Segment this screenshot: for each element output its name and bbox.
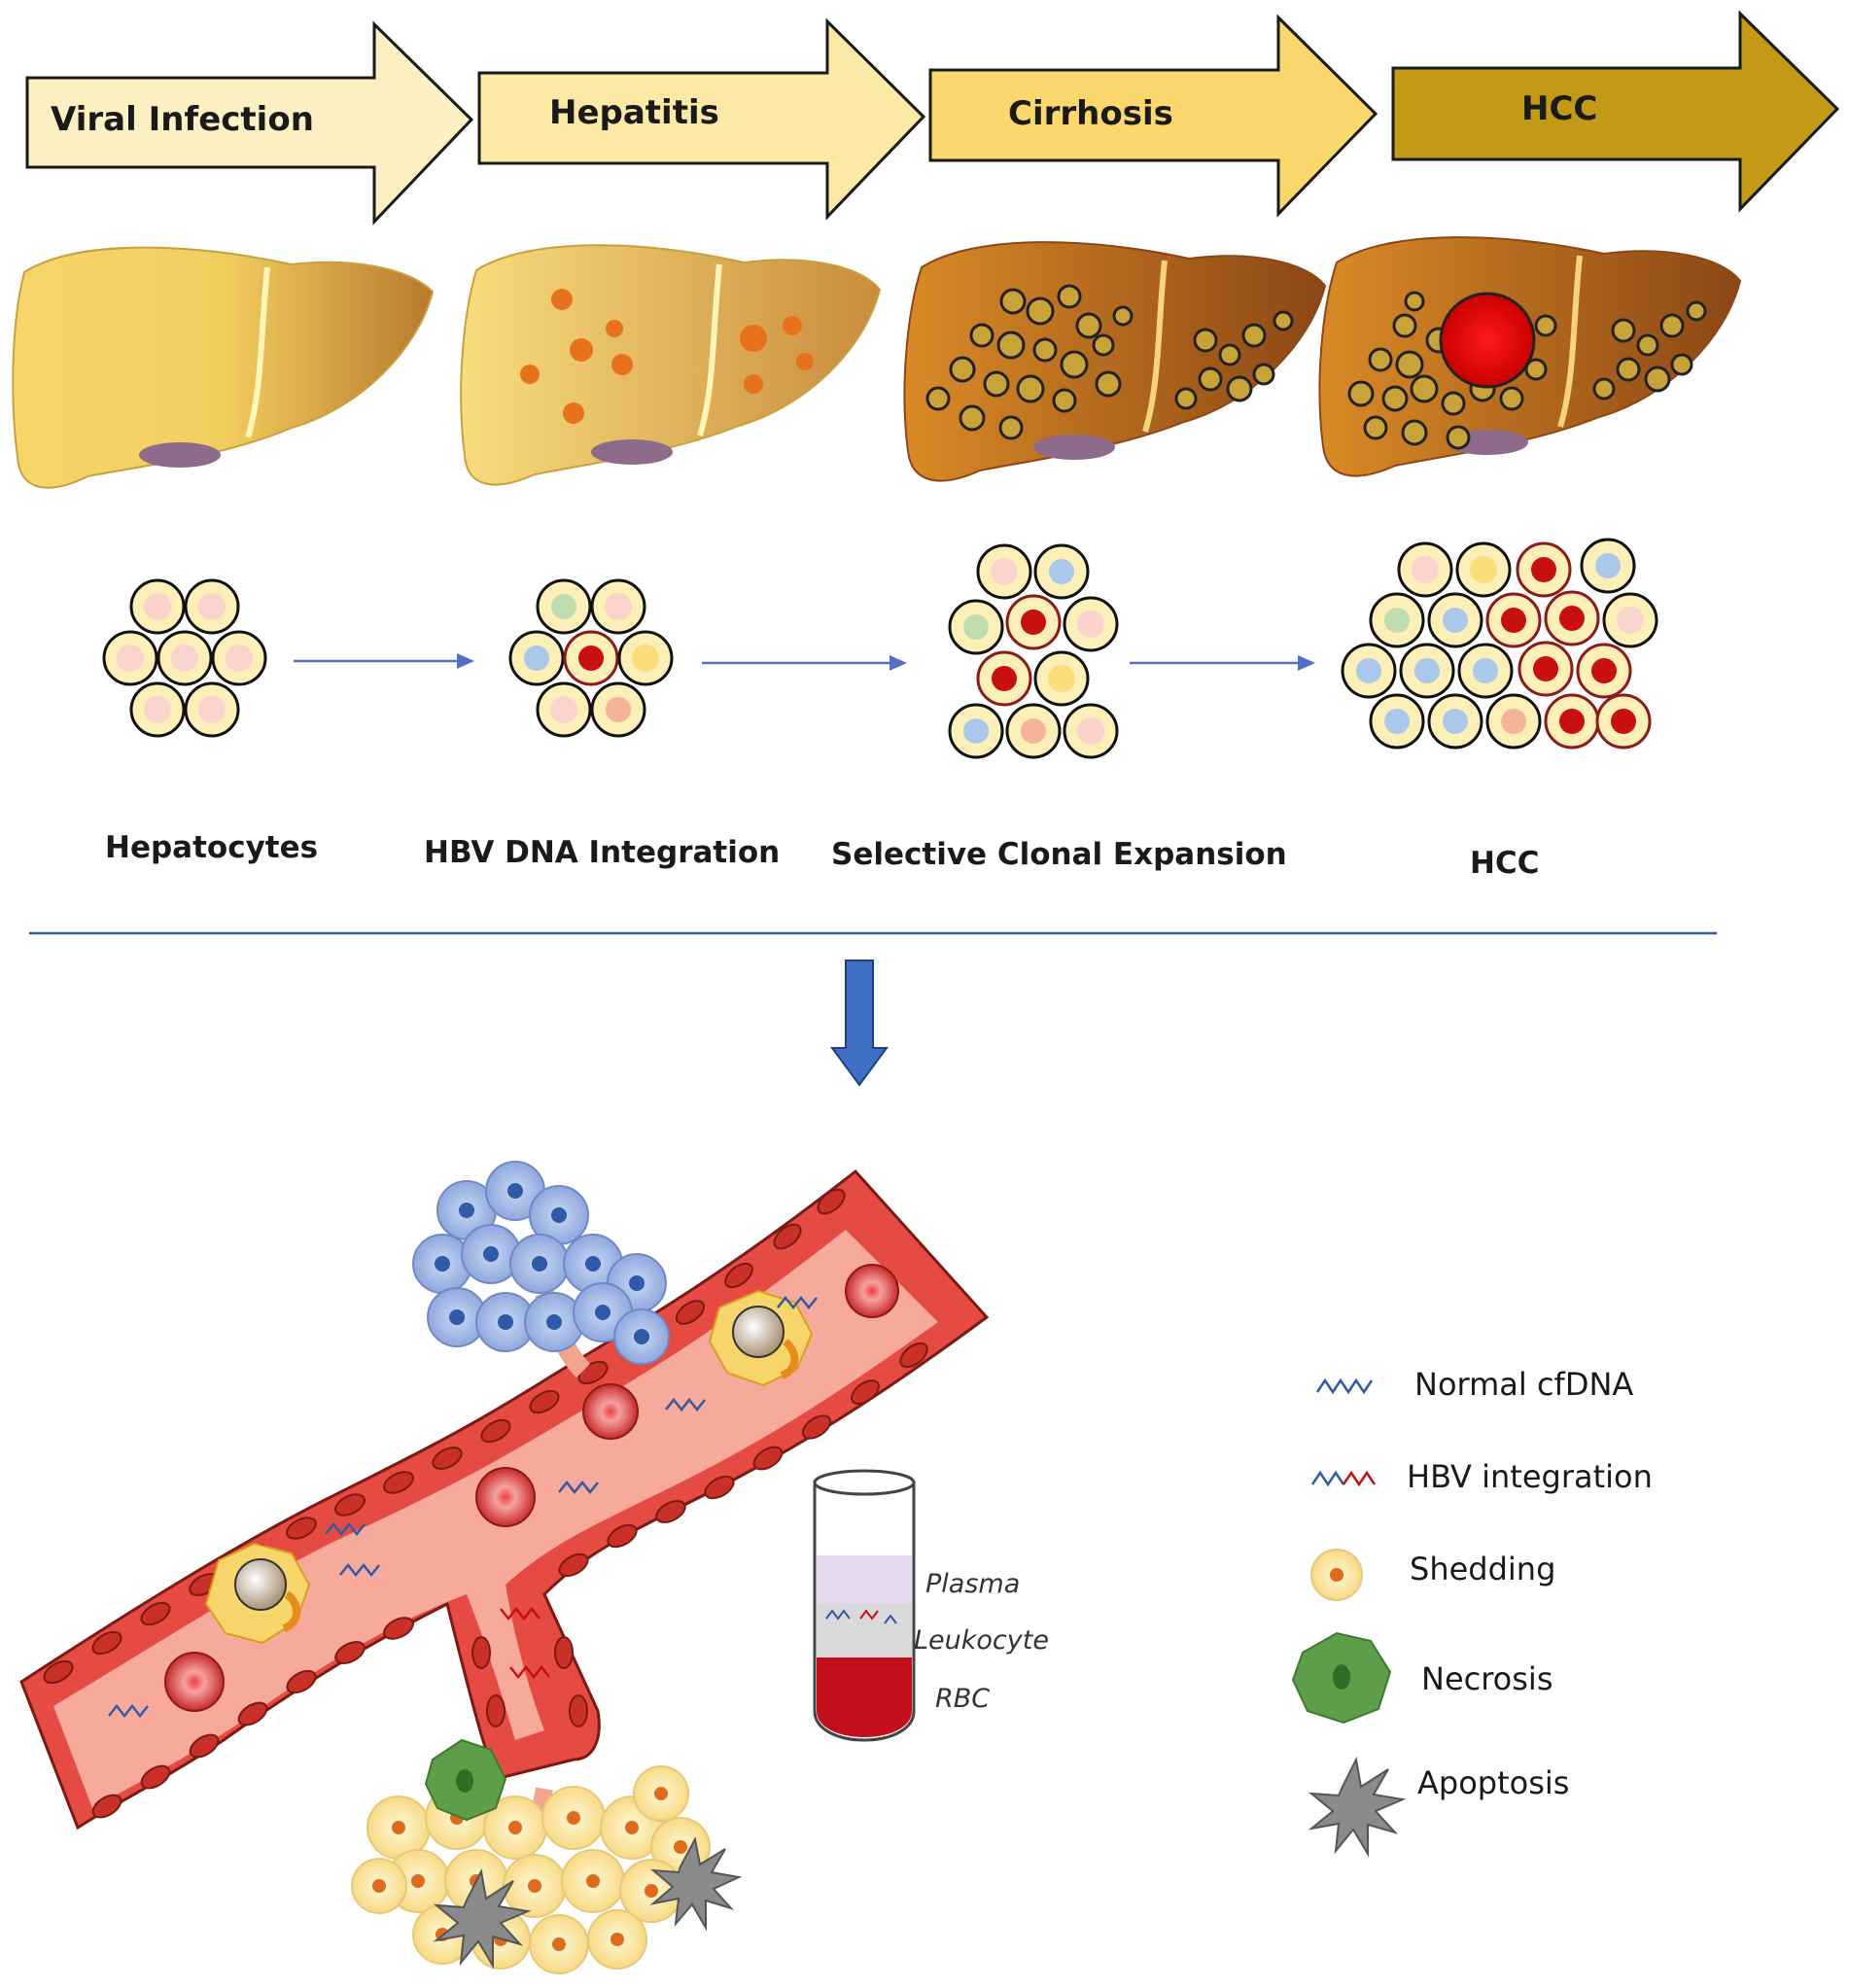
dna-strand-icon (1315, 1378, 1374, 1395)
normal-cfdna (108, 1703, 149, 1719)
leukocyte-cell (708, 1289, 814, 1387)
flow-arrow-1 (294, 653, 474, 669)
tube-label-leukocyte: Leukocyte (914, 1625, 1049, 1656)
hepatocyte-cell (129, 578, 186, 635)
hepatocyte-cell (184, 578, 240, 635)
cell-stage-label: HBV DNA Integration (424, 835, 780, 870)
red-blood-cell (845, 1264, 899, 1318)
stage-label: Hepatitis (549, 93, 719, 132)
hepatocyte-cell (129, 681, 186, 738)
tube-rim (813, 1469, 916, 1496)
tube-label-rbc: RBC (935, 1684, 990, 1714)
tumor-nodule (1439, 292, 1536, 389)
hepatocyte-cell (102, 630, 158, 686)
cell-stage-labels: Hepatocytes HBV DNA Integration Selectiv… (105, 830, 1539, 881)
liver-normal (12, 246, 435, 489)
legend-item: Shedding (1310, 1549, 1555, 1601)
hepatocyte-cluster-yellow (351, 1738, 743, 1974)
hepatocyte-cell (157, 630, 213, 686)
arrow-shape (1391, 10, 1840, 213)
legend-label: Necrosis (1421, 1660, 1552, 1697)
arrow-shape (928, 14, 1378, 218)
cells-hepatocytes (102, 578, 267, 738)
legend-item: Apoptosis (1308, 1756, 1569, 1858)
legend-item: Normal cfDNA (1315, 1366, 1633, 1403)
apoptotic-cell (433, 1867, 532, 1970)
hbv-cfdna (500, 1606, 541, 1622)
normal-cfdna (665, 1397, 706, 1413)
stage-label: Cirrhosis (1008, 94, 1173, 133)
legend-item: Necrosis (1291, 1631, 1552, 1725)
hepatocyte-cell (617, 630, 674, 686)
normal-cfdna (777, 1295, 818, 1310)
legend: Normal cfDNA HBV integration Shedding Ne… (1291, 1366, 1653, 1858)
cells-clonal-expansion (948, 543, 1119, 759)
stage-arrow-hepatitis: Hepatitis (477, 17, 926, 221)
flow-arrow-2 (702, 655, 907, 671)
down-arrow-icon (830, 959, 889, 1087)
legend-label: Shedding (1410, 1551, 1555, 1587)
cell-stage-label: Hepatocytes (105, 830, 318, 865)
hepatocyte-cell (590, 578, 646, 635)
cells-hcc (1341, 538, 1658, 750)
stage-label: Viral Infection (51, 100, 314, 139)
normal-cfdna (339, 1562, 380, 1578)
liver-fissure (1557, 255, 1583, 428)
arrow-shape (25, 20, 474, 226)
red-blood-cells (164, 1264, 899, 1712)
liver-fissure (1142, 260, 1168, 433)
hepatocyte-cell (590, 681, 646, 738)
legend-label: Normal cfDNA (1414, 1366, 1633, 1403)
stage-arrow-hcc: HCC (1391, 10, 1840, 213)
legend-item: HBV integration (1310, 1458, 1653, 1495)
liver-hcc (1318, 236, 1742, 477)
inflammation-foci (520, 289, 814, 424)
red-blood-cell (164, 1652, 225, 1712)
red-blood-cell (475, 1467, 536, 1527)
apoptotic-cell (649, 1836, 743, 1932)
tumor-cluster-blue (412, 1161, 670, 1378)
stage-arrow-cirrhosis: Cirrhosis (928, 14, 1378, 218)
stage-label: HCC (1521, 89, 1597, 128)
regenerative-nodules (925, 284, 1294, 440)
stage-arrow-viral-infection: Viral Infection (25, 20, 474, 226)
liver-fissure (245, 266, 270, 438)
blood-collection-tube: Plasma Leukocyte RBC (813, 1469, 1049, 1742)
rbc-layer (817, 1657, 912, 1737)
hepatocyte-cell (536, 578, 592, 635)
normal-cfdna (325, 1521, 366, 1537)
apoptosis-cell-icon (1308, 1756, 1407, 1858)
liver-fissure (697, 263, 722, 436)
tube-label-plasma: Plasma (925, 1569, 1020, 1599)
liver-hepatitis (460, 244, 882, 486)
legend-label: HBV integration (1407, 1458, 1653, 1495)
blood-vessel (19, 1168, 990, 1831)
arrow-shape (477, 17, 926, 221)
hepatocyte-cell (536, 681, 592, 738)
liver-cirrhosis (903, 241, 1327, 482)
cell-stage-label: Selective Clonal Expansion (831, 837, 1287, 872)
cells-hbv-integration (508, 578, 674, 738)
cell-stage-label: HCC (1470, 846, 1539, 881)
gallbladder (139, 442, 221, 468)
legend-label: Apoptosis (1417, 1764, 1569, 1801)
plasma-layer (817, 1555, 912, 1604)
leukocyte-cell (204, 1542, 311, 1645)
normal-cfdna (558, 1480, 599, 1495)
integrated-cell (563, 630, 619, 686)
gallbladder (1033, 435, 1115, 460)
hbv-cfdna (509, 1664, 550, 1680)
hbv-dna-strand-icon (1310, 1470, 1345, 1487)
hepatocyte-cell (508, 630, 565, 686)
hepatocyte-cell (184, 681, 240, 738)
gallbladder (591, 439, 673, 465)
red-blood-cell (582, 1383, 639, 1440)
endothelial-cells (43, 1188, 928, 1819)
cfdna-fragments (108, 1295, 818, 1719)
flow-arrow-3 (1130, 655, 1315, 671)
liver-shape (12, 246, 435, 489)
hepatocyte-cell (211, 630, 267, 686)
stage-arrows: Viral Infection Hepatitis Cirrhosis HCC (25, 10, 1840, 226)
